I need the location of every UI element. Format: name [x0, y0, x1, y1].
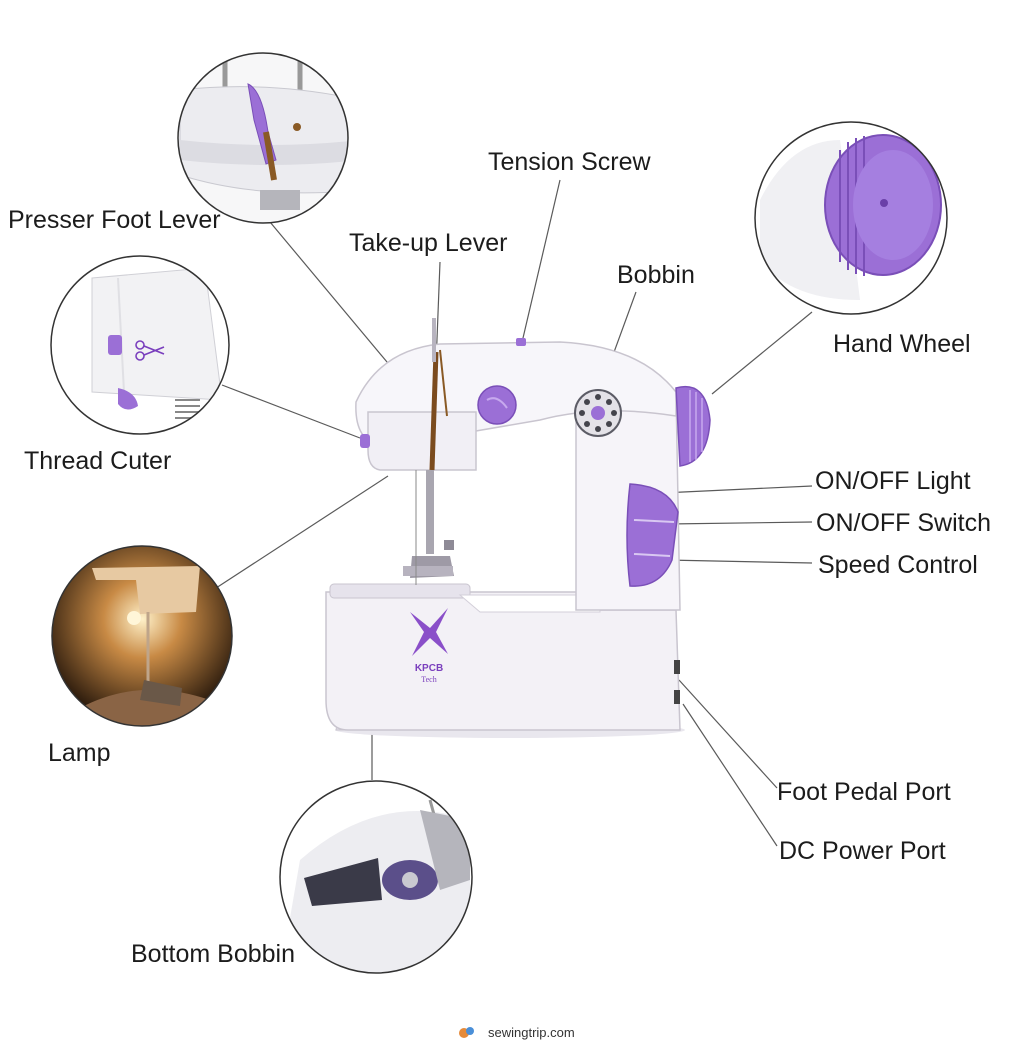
label-thread-cutter: Thread Cuter [24, 447, 172, 475]
detail-thread-cutter [50, 255, 230, 435]
label-speed-control: Speed Control [818, 551, 978, 579]
label-tension-screw: Tension Screw [488, 148, 651, 176]
brand-sub: Tech [421, 675, 436, 684]
sewing-machine-illustration: KPCB Tech [325, 318, 711, 738]
label-presser-foot-lever: Presser Foot Lever [8, 206, 221, 234]
label-foot-pedal-port: Foot Pedal Port [777, 778, 951, 806]
brand-name: KPCB [415, 663, 443, 674]
detail-presser-foot-lever [177, 52, 349, 224]
sewingtrip-logo-icon [459, 1027, 474, 1038]
detail-lamp [51, 545, 233, 727]
detail-hand-wheel [754, 121, 948, 315]
leader-lines [212, 179, 813, 847]
label-bottom-bobbin: Bottom Bobbin [131, 940, 295, 968]
label-on-off-switch: ON/OFF Switch [816, 509, 992, 537]
label-lamp: Lamp [48, 739, 111, 767]
label-on-off-light: ON/OFF Light [815, 467, 971, 495]
watermark-text: sewingtrip.com [488, 1024, 575, 1040]
watermark: sewingtrip.com [456, 1022, 575, 1042]
label-dc-power-port: DC Power Port [779, 837, 946, 865]
label-take-up-lever: Take-up Lever [349, 229, 508, 257]
brand-logo: KPCB Tech [410, 608, 448, 684]
detail-bottom-bobbin [279, 780, 473, 974]
label-hand-wheel: Hand Wheel [833, 330, 971, 358]
label-bobbin: Bobbin [617, 261, 695, 289]
